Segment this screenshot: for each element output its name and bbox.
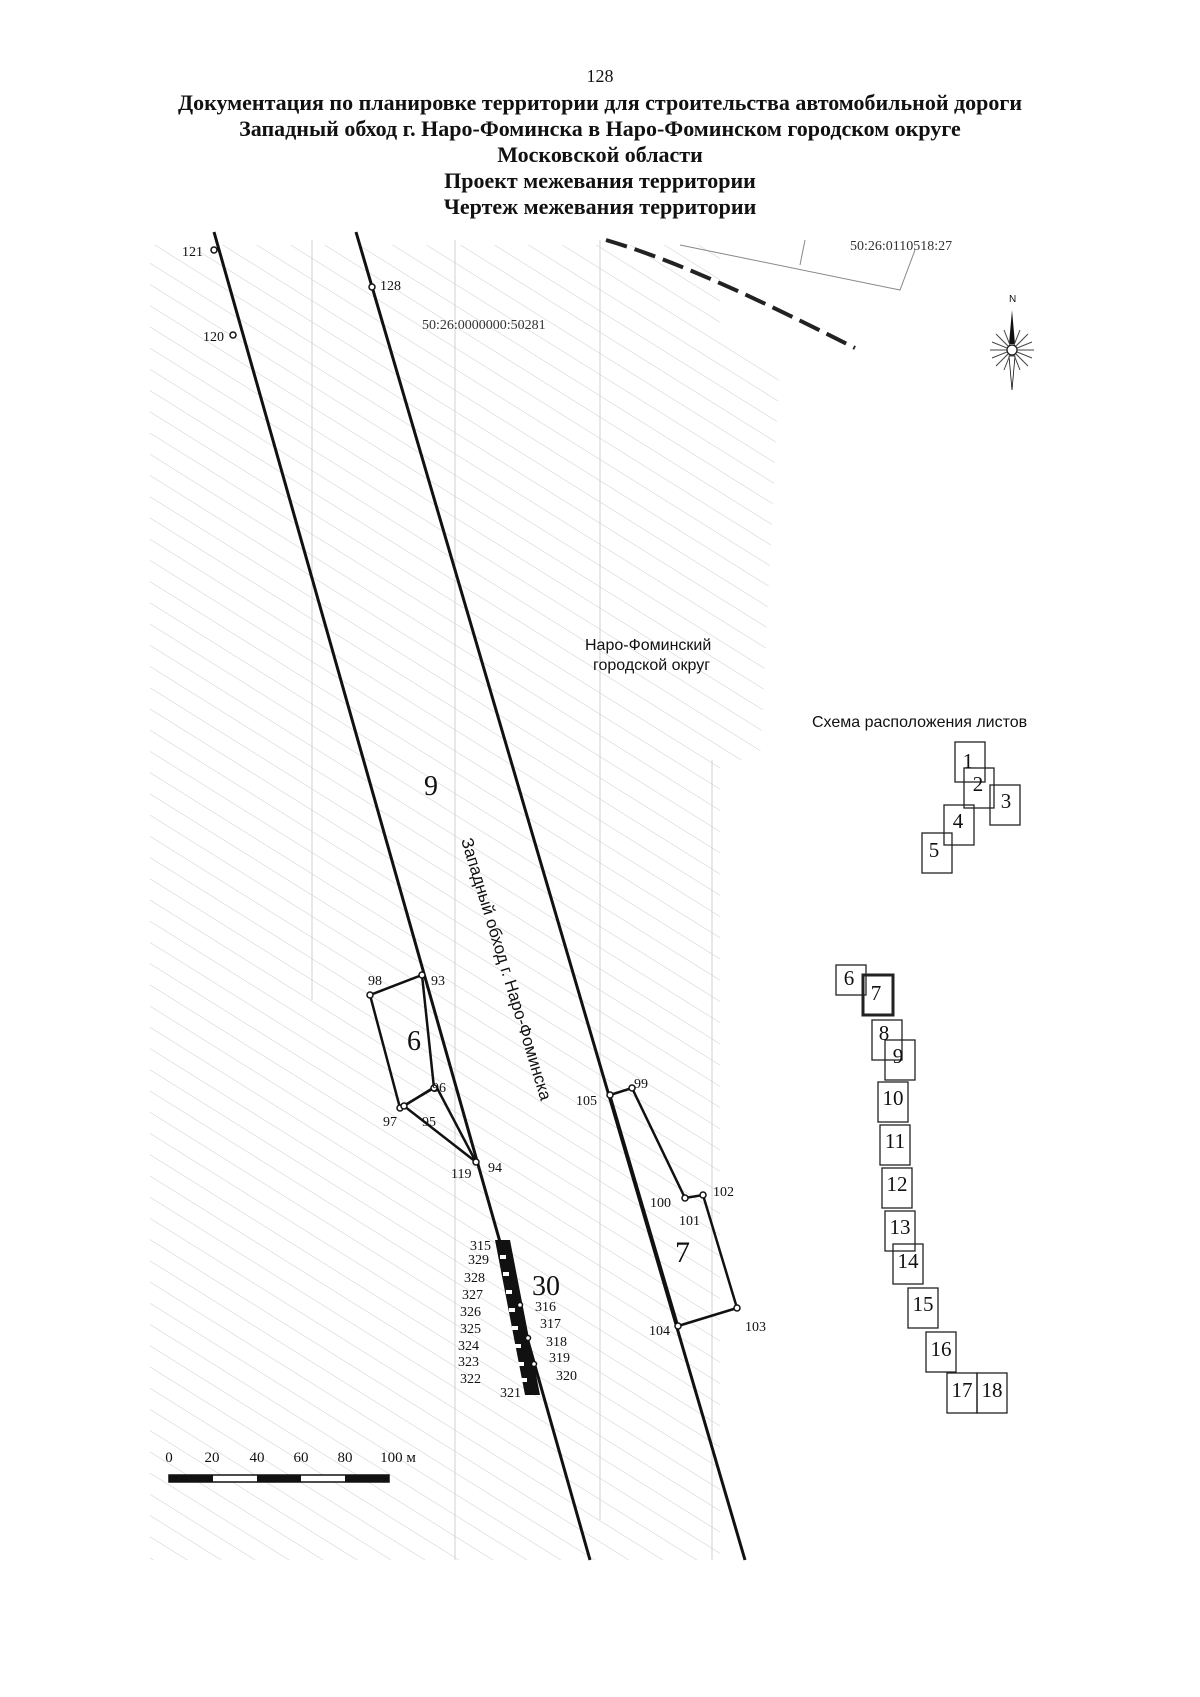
sheet-number: 10: [883, 1086, 904, 1110]
point-label: 317: [540, 1317, 561, 1332]
page-number: 128: [586, 66, 614, 86]
sheet-number: 11: [885, 1129, 905, 1153]
point-label: 99: [634, 1077, 648, 1092]
sheet-number: 12: [887, 1172, 908, 1196]
point-label: 102: [713, 1185, 734, 1200]
sheet-number: 3: [1001, 789, 1012, 813]
road-boundary-right: [354, 231, 747, 1561]
point-label: 316: [535, 1300, 556, 1315]
header-line-5: Чертеж межевания территории: [443, 194, 757, 219]
scale-bar: 0 20 40 60 80 100 м: [165, 1450, 416, 1483]
cadastral-number-top-right: 50:26:0110518:27: [850, 239, 952, 254]
zone-label-30: 30: [532, 1271, 560, 1302]
point-label: 328: [464, 1271, 485, 1286]
sheet-number: 9: [893, 1044, 904, 1068]
sheet-layout-scheme: Схема расположения листов: [812, 714, 1027, 1414]
header-line-1: Документация по планировке территории дл…: [177, 90, 1023, 115]
header-line-4: Проект межевания территории: [444, 168, 756, 193]
north-label: N: [1009, 294, 1016, 305]
point-label: 94: [488, 1161, 502, 1176]
compass-rose-icon: N: [990, 294, 1034, 391]
point-label: 105: [576, 1094, 597, 1109]
district-label-line-1: Наро-Фоминский: [585, 637, 711, 654]
header-line-2: Западный обход г. Наро-Фоминска в Наро-Ф…: [239, 116, 961, 141]
point-label: 326: [460, 1305, 481, 1320]
point-label: 322: [460, 1372, 481, 1387]
document-header: Документация по планировке территории дл…: [0, 90, 1200, 220]
scale-tick-label: 20: [205, 1450, 220, 1466]
sheet-number: 8: [879, 1021, 890, 1045]
cadastral-number-road: 50:26:0000000:50281: [422, 318, 546, 333]
sheet-number: 18: [982, 1378, 1003, 1402]
hatched-territory: [150, 245, 780, 1560]
parcel-6-spur: [401, 1084, 478, 1163]
point-label: 315: [470, 1239, 491, 1254]
point-label: 320: [556, 1369, 577, 1384]
point-label: 104: [649, 1324, 670, 1339]
point-label: 103: [745, 1320, 766, 1335]
point-label: 120: [203, 330, 224, 345]
scale-tick-label: 0: [165, 1450, 173, 1466]
sheet-scheme-title: Схема расположения листов: [812, 714, 1027, 731]
scale-tick-label: 60: [294, 1450, 309, 1466]
point-label: 329: [468, 1253, 489, 1268]
point-label: 324: [458, 1339, 479, 1354]
point-label: 318: [546, 1335, 567, 1350]
sheet-number: 1: [963, 749, 974, 773]
sheet-number: 6: [844, 966, 855, 990]
point-label: 98: [368, 974, 382, 989]
sheet-number: 4: [953, 809, 964, 833]
zone-label-7: 7: [675, 1236, 690, 1269]
district-label-line-2: городской округ: [593, 657, 710, 674]
parcel-30: [495, 1240, 540, 1395]
sheet-number: 15: [913, 1292, 934, 1316]
sheet-number: 2: [973, 772, 984, 796]
point-label: 101: [679, 1214, 700, 1229]
point-label: 93: [431, 974, 445, 989]
point-label: 319: [549, 1351, 570, 1366]
zone-label-6: 6: [407, 1026, 421, 1057]
zone-label-9: 9: [424, 771, 438, 802]
sheet-number: 16: [931, 1337, 952, 1361]
point-label: 327: [462, 1288, 483, 1303]
sheet-number: 13: [890, 1215, 911, 1239]
scale-tick-label: 100 м: [380, 1450, 416, 1466]
point-label: 95: [422, 1115, 436, 1130]
dashed-boundary: [605, 238, 856, 350]
point-label: 119: [451, 1167, 471, 1182]
sheet-number: 5: [929, 838, 940, 862]
point-label: 325: [460, 1322, 481, 1337]
neighbour-parcel-boundary: [679, 239, 916, 291]
point-label: 121: [182, 245, 203, 260]
point-labels: 121 120 128 98 93 96 97 95 119 94 105 99…: [182, 245, 766, 1401]
point-label: 100: [650, 1196, 671, 1211]
header-line-3: Московской области: [497, 142, 703, 167]
point-label: 96: [432, 1081, 446, 1096]
grid-lines: [311, 240, 713, 1560]
point-label: 321: [500, 1386, 521, 1401]
survey-point-markers: [210, 246, 741, 1368]
sheet-number: 14: [898, 1249, 920, 1273]
scale-tick-label: 40: [250, 1450, 265, 1466]
sheet-number: 17: [952, 1378, 973, 1402]
sheet-number-current: 7: [871, 981, 882, 1005]
point-label: 128: [380, 279, 401, 294]
point-label: 323: [458, 1355, 479, 1370]
scale-tick-label: 80: [338, 1450, 353, 1466]
point-label: 97: [383, 1115, 397, 1130]
